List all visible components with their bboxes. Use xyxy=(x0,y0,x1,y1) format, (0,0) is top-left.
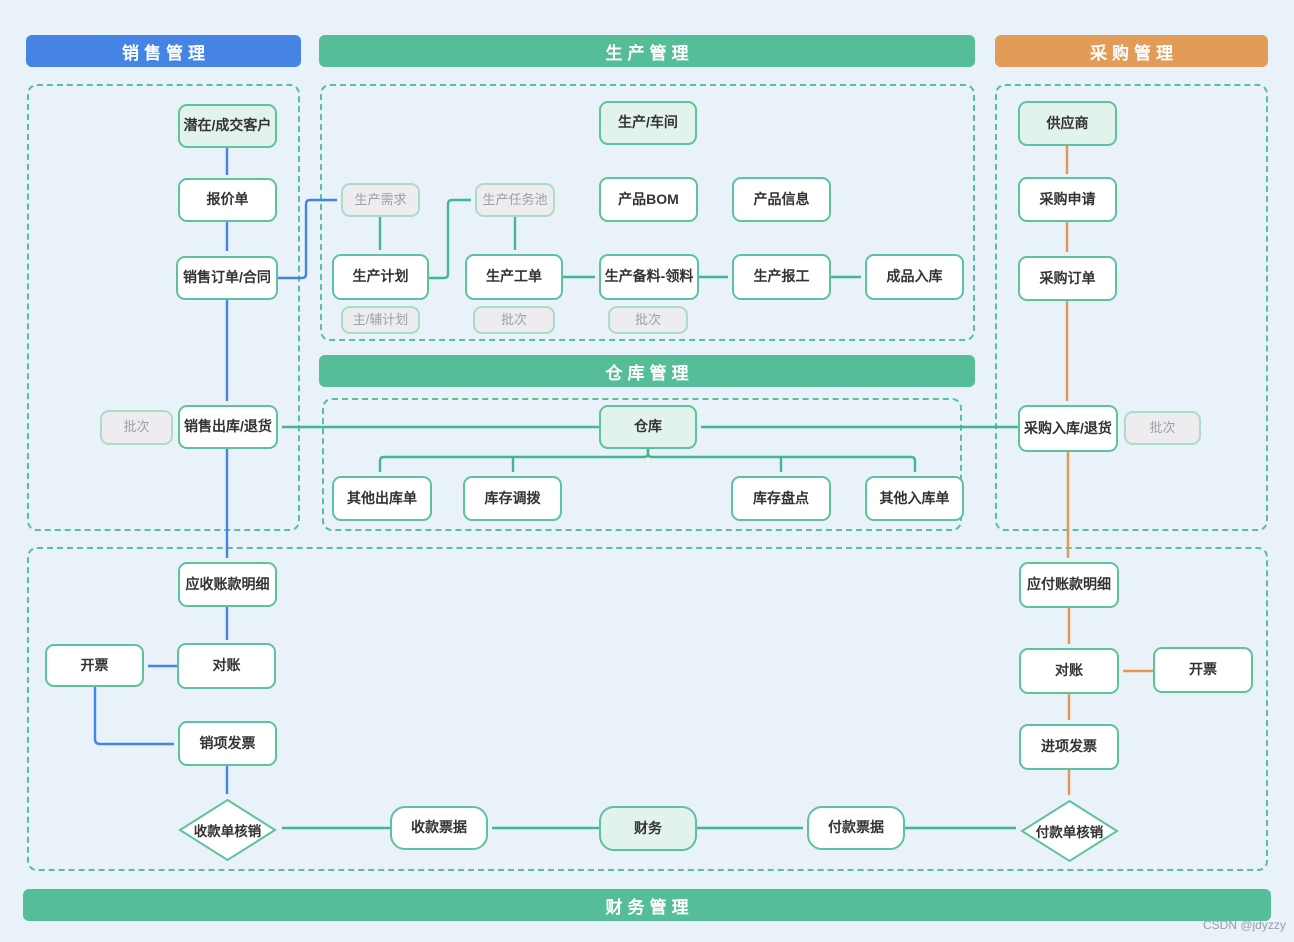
arrow-plan-to-task-pool xyxy=(429,198,471,280)
node-inventory-check: 库存盘点 xyxy=(731,476,831,521)
node-material-prep: 生产备料-领料 xyxy=(599,254,699,300)
section-header-sales: 销售管理 xyxy=(26,35,301,67)
node-payment-writeoff: 付款单核销 xyxy=(1020,799,1119,863)
node-other-inbound: 其他入库单 xyxy=(865,476,964,521)
node-payment-bill: 付款票据 xyxy=(807,806,905,850)
node-other-outbound: 其他出库单 xyxy=(332,476,432,521)
production-section-container xyxy=(320,84,975,341)
node-workshop: 生产/车间 xyxy=(599,101,697,145)
node-invoice-right: 开票 xyxy=(1153,647,1253,693)
node-product-info: 产品信息 xyxy=(732,177,831,222)
payment-writeoff-label: 付款单核销 xyxy=(1035,825,1104,840)
finance-section-container xyxy=(27,547,1268,871)
node-reconcile-right: 对账 xyxy=(1019,648,1119,694)
section-header-warehouse: 仓库管理 xyxy=(319,355,975,387)
node-customer: 潜在/成交客户 xyxy=(178,104,277,148)
node-receipt-bill: 收款票据 xyxy=(390,806,488,850)
node-reconcile-left: 对账 xyxy=(177,643,276,689)
node-purchase-invoice: 进项发票 xyxy=(1019,724,1119,770)
arrow-invoice-to-sales-invoice xyxy=(93,687,174,746)
warehouse-section-container xyxy=(322,398,962,531)
node-finished-inbound: 成品入库 xyxy=(865,254,964,300)
node-supplier: 供应商 xyxy=(1018,101,1117,146)
sales-section-container xyxy=(27,84,300,531)
node-sales-order: 销售订单/合同 xyxy=(176,256,278,300)
node-purchase-order: 采购订单 xyxy=(1018,256,1117,301)
node-task-pool: 生产任务池 xyxy=(475,183,555,217)
node-quotation: 报价单 xyxy=(178,178,277,222)
node-production-plan: 生产计划 xyxy=(332,254,429,300)
node-work-order: 生产工单 xyxy=(465,254,563,300)
section-header-finance: 财务管理 xyxy=(23,889,1271,921)
node-product-bom: 产品BOM xyxy=(599,177,698,222)
node-batch-purchase: 批次 xyxy=(1124,411,1201,445)
node-sales-invoice: 销项发票 xyxy=(178,721,277,766)
node-receipt-writeoff: 收款单核销 xyxy=(178,798,277,862)
node-receivable: 应收账款明细 xyxy=(178,562,277,607)
section-header-production: 生产管理 xyxy=(319,35,975,67)
purchase-section-container xyxy=(995,84,1268,531)
node-payable: 应付账款明细 xyxy=(1019,562,1119,608)
node-batch-sales: 批次 xyxy=(100,410,173,445)
node-main-aux-plan: 主/辅计划 xyxy=(341,306,420,334)
node-purchase-request: 采购申请 xyxy=(1018,177,1117,222)
arrow-sales-order-to-production-demand xyxy=(278,198,337,280)
node-purchase-inbound: 采购入库/退货 xyxy=(1018,405,1118,452)
node-batch-work-order: 批次 xyxy=(473,306,555,334)
node-production-report: 生产报工 xyxy=(732,254,831,300)
node-batch-material: 批次 xyxy=(608,306,688,334)
node-inventory-transfer: 库存调拨 xyxy=(463,476,562,521)
section-header-purchase: 采购管理 xyxy=(995,35,1268,67)
node-production-demand: 生产需求 xyxy=(341,183,420,217)
node-finance-hub: 财务 xyxy=(599,806,697,851)
watermark: CSDN @jdyzzy xyxy=(1203,918,1286,932)
node-invoice-left: 开票 xyxy=(45,644,144,687)
node-sales-outbound: 销售出库/退货 xyxy=(178,405,278,449)
node-warehouse: 仓库 xyxy=(599,405,697,449)
receipt-writeoff-label: 收款单核销 xyxy=(193,824,262,839)
